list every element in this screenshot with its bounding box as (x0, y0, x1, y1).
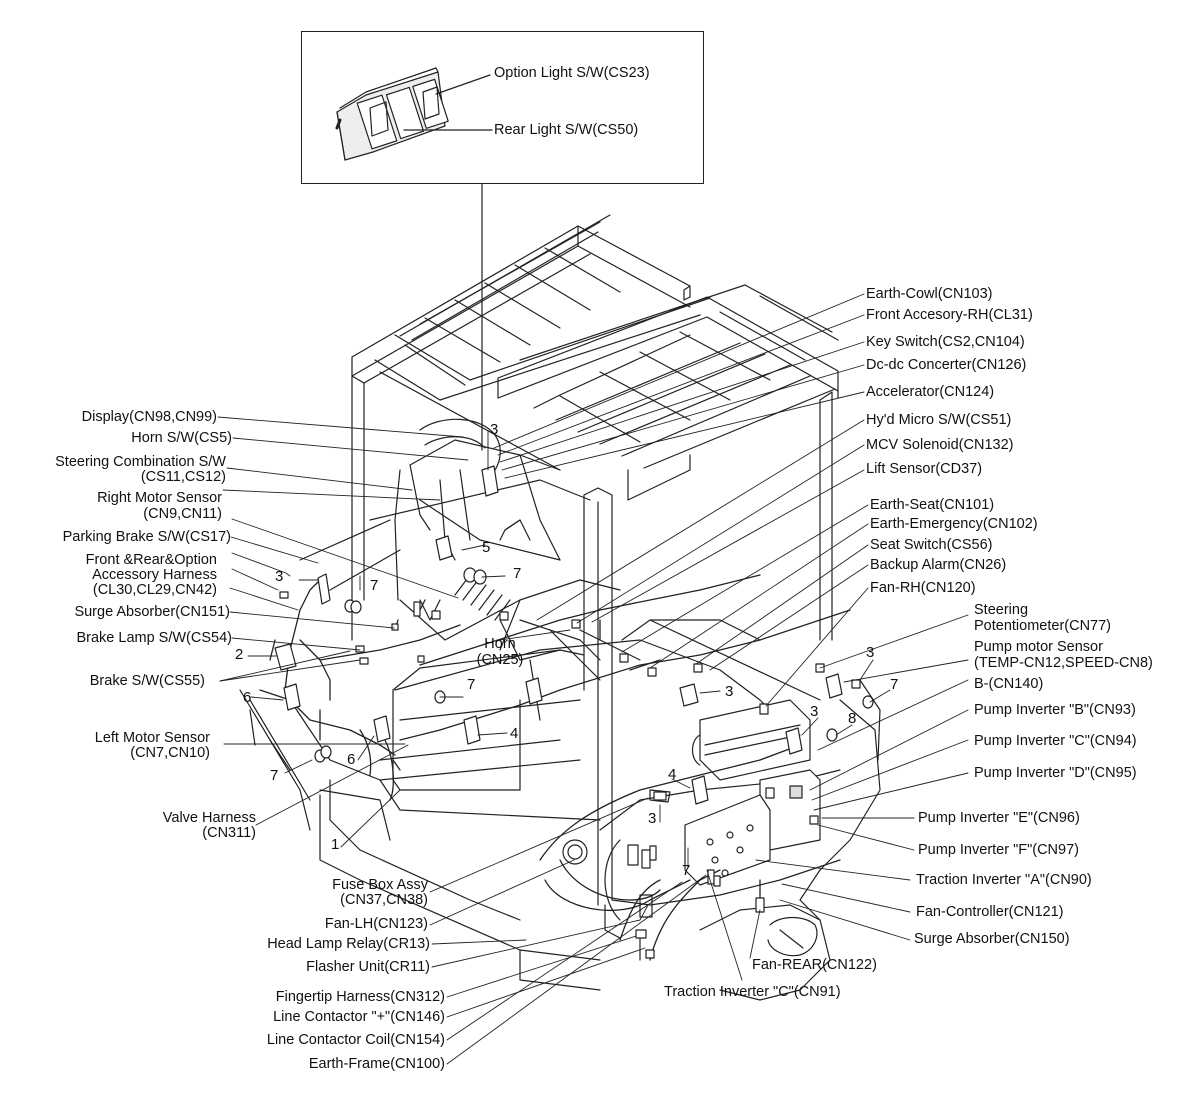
label-fuse-box-codes: (CN37,CN38) (340, 892, 428, 908)
fastener-drawing (274, 465, 874, 959)
label-steering-potentiometer-code: Potentiometer(CN77) (974, 618, 1111, 634)
label-seat-switch: Seat Switch(CS56) (870, 537, 993, 553)
dashboard-drawing (299, 418, 591, 641)
callout-2: 2 (235, 646, 244, 663)
callout-4-rear: 4 (668, 766, 677, 783)
label-rear-light-switch: Rear Light S/W(CS50) (494, 122, 639, 138)
label-b-minus: B-(CN140) (974, 676, 1044, 692)
battery-compartment-drawing (379, 579, 821, 761)
callout-3-rear: 3 (810, 703, 819, 720)
label-left-motor-sensor: Left Motor Sensor (94, 730, 210, 746)
callout-3-right: 3 (866, 644, 875, 661)
label-steering-combination-codes: (CS11,CS12) (140, 469, 226, 485)
label-fan-rear: Fan-REAR(CN122) (752, 957, 877, 973)
label-pump-inverter-c: Pump Inverter "C"(CN94) (974, 733, 1137, 749)
leader-lines (217, 293, 969, 1065)
label-surge-absorber-151: Surge Absorber(CN151) (74, 604, 230, 620)
callout-3-deck: 3 (725, 683, 734, 700)
label-valve-harness: Valve Harness (162, 810, 256, 826)
label-line-contactor-coil: Line Contactor Coil(CN154) (266, 1032, 445, 1048)
label-fan-rh: Fan-RH(CN120) (870, 580, 976, 596)
label-parking-brake-switch: Parking Brake S/W(CS17) (62, 529, 231, 545)
label-display: Display(CN98,CN99) (81, 409, 217, 425)
label-pump-motor-sensor-codes: (TEMP-CN12,SPEED-CN8) (974, 655, 1153, 671)
label-earth-frame: Earth-Frame(CN100) (308, 1056, 445, 1072)
label-accessory-harness-codes: (CL30,CL29,CN42) (92, 582, 217, 598)
label-right-motor-sensor-codes: (CN9,CN11) (143, 506, 222, 522)
label-steering-potentiometer: Steering (974, 602, 1029, 618)
label-steering-combination-switch: Steering Combination S/W (55, 454, 226, 470)
callout-7-left-upper: 7 (370, 577, 379, 594)
callout-7-left-lower: 7 (270, 767, 279, 784)
label-fan-lh: Fan-LH(CN123) (324, 916, 428, 932)
callout-7-right: 7 (890, 676, 899, 693)
label-accelerator: Accelerator(CN124) (866, 384, 995, 400)
label-key-switch: Key Switch(CS2,CN104) (866, 334, 1025, 350)
label-brake-switch: Brake S/W(CS55) (89, 673, 205, 689)
label-fan-controller: Fan-Controller(CN121) (916, 904, 1064, 920)
label-horn-code: (CN25) (476, 652, 524, 668)
callout-8: 8 (848, 710, 857, 727)
callout-7-deck: 7 (467, 676, 476, 693)
label-surge-absorber-150: Surge Absorber(CN150) (914, 931, 1070, 947)
label-line-contactor-plus: Line Contactor "+"(CN146) (273, 1009, 445, 1025)
label-fingertip-harness: Fingertip Harness(CN312) (275, 989, 445, 1005)
label-horn: Horn (484, 636, 516, 652)
label-flasher-unit: Flasher Unit(CR11) (306, 959, 430, 975)
label-horn-switch: Horn S/W(CS5) (131, 430, 232, 446)
callout-4-deck: 4 (510, 725, 519, 742)
callout-7-bottom: 7 (682, 862, 691, 879)
label-brake-lamp-switch: Brake Lamp S/W(CS54) (76, 630, 232, 646)
label-pump-inverter-b: Pump Inverter "B"(CN93) (974, 702, 1136, 718)
label-dcdc-converter: Dc-dc Concerter(CN126) (866, 357, 1027, 373)
label-pump-inverter-d: Pump Inverter "D"(CN95) (974, 765, 1137, 781)
label-right-motor-sensor: Right Motor Sensor (97, 490, 222, 506)
callout-3-top: 3 (490, 421, 499, 438)
callout-3-bottom: 3 (648, 810, 657, 827)
label-front-accessory-rh: Front Accesory-RH(CL31) (866, 307, 1033, 323)
label-pump-inverter-e: Pump Inverter "E"(CN96) (918, 810, 1080, 826)
label-head-lamp-relay: Head Lamp Relay(CR13) (267, 936, 430, 952)
callout-5: 5 (482, 539, 491, 556)
label-mcv-solenoid: MCV Solenoid(CN132) (866, 437, 1014, 453)
switch-panel-drawing (335, 67, 449, 161)
label-earth-cowl: Earth-Cowl(CN103) (866, 286, 993, 302)
label-traction-inverter-c: Traction Inverter "C"(CN91) (664, 984, 841, 1000)
label-left-motor-sensor-codes: (CN7,CN10) (130, 745, 210, 761)
mast-posts-drawing (351, 391, 833, 906)
label-hyd-micro-switch: Hy'd Micro S/W(CS51) (866, 412, 1012, 428)
label-option-light-switch: Option Light S/W(CS23) (494, 65, 650, 81)
label-front-rear-option: Front &Rear&Option (85, 552, 217, 568)
label-accessory-harness: Accessory Harness (92, 567, 217, 583)
switch-inset-frame (301, 31, 704, 184)
callout-1: 1 (331, 836, 340, 853)
callout-7-center: 7 (513, 565, 522, 582)
label-backup-alarm: Backup Alarm(CN26) (870, 557, 1007, 573)
label-lift-sensor: Lift Sensor(CD37) (866, 461, 983, 477)
label-traction-inverter-a: Traction Inverter "A"(CN90) (916, 872, 1092, 888)
label-fuse-box-assy: Fuse Box Assy (332, 877, 428, 893)
label-earth-seat: Earth-Seat(CN101) (870, 497, 995, 513)
label-earth-emergency: Earth-Emergency(CN102) (870, 516, 1038, 532)
callout-3-left: 3 (275, 568, 284, 585)
controller-drawing (562, 699, 821, 918)
label-valve-harness-code: (CN311) (202, 825, 256, 841)
overhead-guard-drawing (351, 214, 839, 531)
callout-6-center: 6 (347, 751, 356, 768)
label-pump-inverter-f: Pump Inverter "F"(CN97) (918, 842, 1079, 858)
callout-6-left: 6 (243, 689, 252, 706)
label-pump-motor-sensor: Pump motor Sensor (974, 639, 1103, 655)
